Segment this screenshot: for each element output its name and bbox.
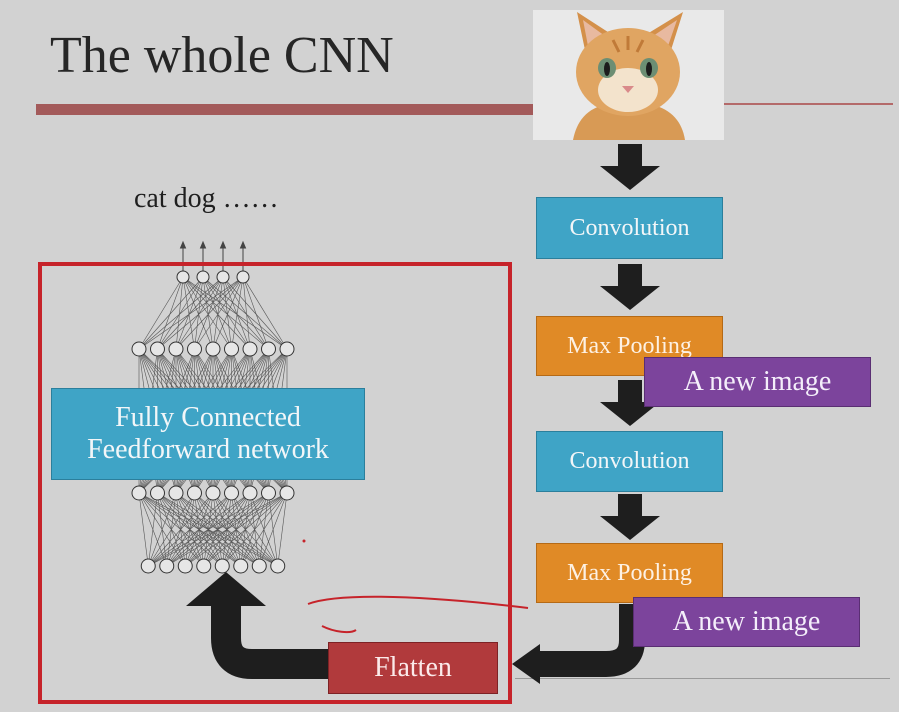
- network-node: [196, 270, 210, 284]
- network-highlight-frame: [38, 262, 512, 704]
- network-node: [131, 341, 147, 357]
- network-node: [270, 558, 286, 574]
- network-node: [216, 270, 230, 284]
- arrow-down-1: [600, 144, 660, 190]
- arrow-down-2: [600, 264, 660, 310]
- network-node: [261, 485, 276, 501]
- network-node: [187, 341, 202, 357]
- max-pooling-box-2: Max Pooling: [536, 543, 723, 603]
- output-classes-label: cat dog ……: [134, 183, 279, 214]
- network-node: [242, 485, 258, 501]
- network-node: [205, 485, 221, 501]
- network-node: [176, 270, 190, 284]
- fully-connected-line-2: Feedforward network: [87, 434, 329, 465]
- title-underline-right: [723, 103, 893, 105]
- network-node: [140, 558, 156, 574]
- fully-connected-line-1: Fully Connected: [115, 401, 301, 433]
- fully-connected-box: Fully Connected Feedforward network: [51, 388, 365, 480]
- network-node: [224, 485, 239, 501]
- network-nodes: [131, 270, 295, 574]
- new-image-label-1: A new image: [644, 357, 871, 407]
- network-node: [150, 341, 165, 357]
- network-node: [279, 485, 295, 501]
- network-node: [196, 558, 212, 574]
- red-scribble: [307, 595, 529, 609]
- title-underline: [36, 104, 534, 115]
- network-node: [236, 270, 250, 284]
- network-node: [131, 485, 147, 501]
- arrow-to-network: [211, 606, 328, 679]
- cat-image: [533, 10, 724, 140]
- network-node: [224, 341, 239, 357]
- network-node: [214, 558, 230, 574]
- network-node: [168, 341, 184, 357]
- network-node: [177, 558, 193, 574]
- network-node: [279, 341, 295, 357]
- network-node: [242, 341, 258, 357]
- arrow-to-network-head: [186, 572, 266, 606]
- network-node: [159, 558, 175, 574]
- flatten-box: Flatten: [328, 642, 498, 694]
- network-node: [168, 485, 184, 501]
- arrow-down-3: [600, 380, 660, 426]
- convolution-box-2: Convolution: [536, 431, 723, 492]
- network-node: [261, 341, 276, 357]
- red-scribble-2: [321, 625, 357, 634]
- new-image-label-2: A new image: [633, 597, 860, 647]
- arrow-to-flatten-head: [512, 644, 540, 684]
- slide-title: The whole CNN: [50, 27, 394, 84]
- network-node: [233, 558, 249, 574]
- output-arrows: [179, 240, 247, 271]
- network-node: [187, 485, 202, 501]
- arrow-down-4: [600, 494, 660, 540]
- network-node: [150, 485, 165, 501]
- arrow-to-flatten: [540, 604, 645, 677]
- bottom-divider: [515, 678, 890, 679]
- convolution-box-1: Convolution: [536, 197, 723, 259]
- network-node: [205, 341, 221, 357]
- network-node: [251, 558, 267, 574]
